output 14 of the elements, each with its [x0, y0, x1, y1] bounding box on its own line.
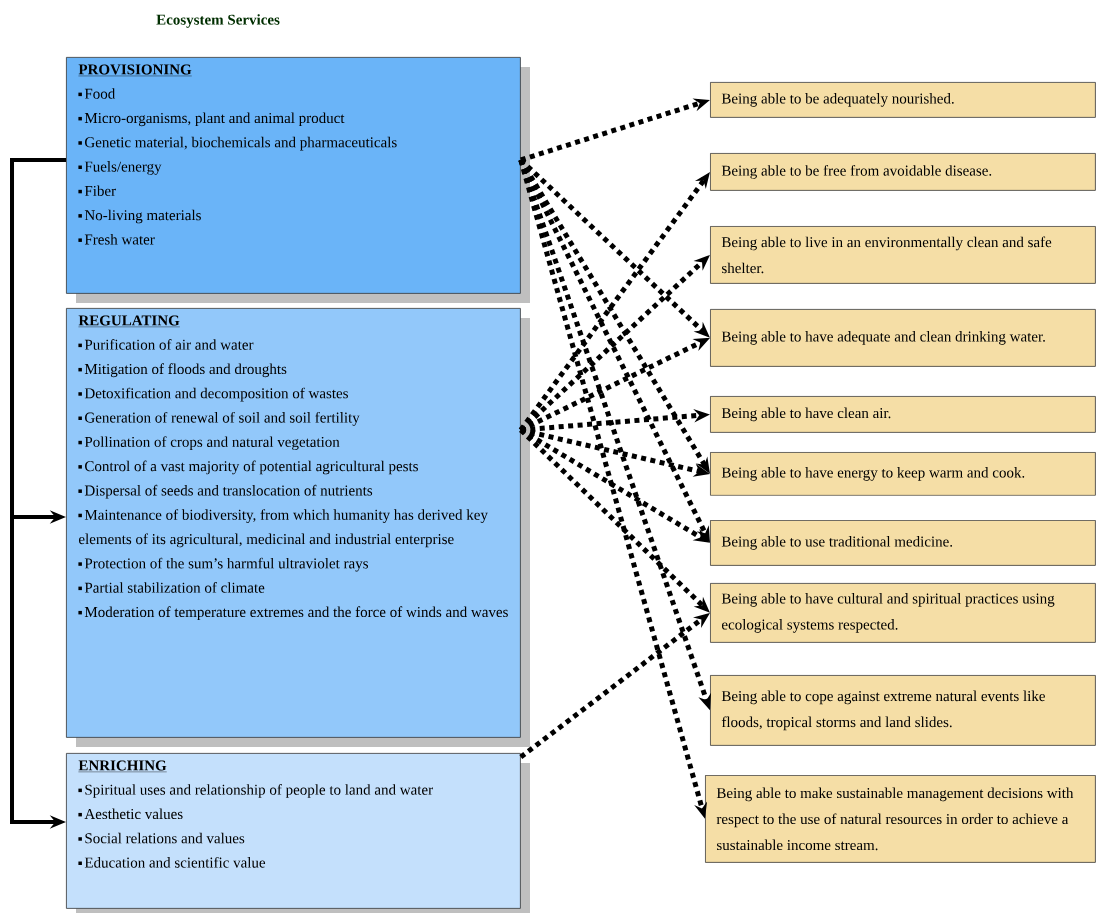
outcome-box: Being able to use traditional medicine.: [710, 520, 1096, 566]
outcome-box: Being able to make sustainable management decisions with respect to the use of natural resources in order to achieve a sustainable income stream.: [705, 775, 1096, 863]
title: Ecosystem Services: [156, 14, 280, 28]
outcome-box: Being able to be adequately nourished.: [710, 82, 1096, 118]
outcome-box: Being able to live in an environmentally clean and safe shelter.: [710, 226, 1096, 284]
category-box: REGULATING Purification of air and water Mitigation of floods and droughts Detoxification and decomposition of wastes Generation of renewal of soil and soil fertility Pollination of crops and natural vegetation Control of a vast majority of potential agricultural pests Dispersal of seeds and translocation of nutrients Maintenance of biodiversity, from which humanity has derived key elements of its agricultural, medicinal and industrial enterprise Protection of the sum’s harmful ultraviolet rays Partial stabilization of climate Moderation of temperature extremes and the force of winds and waves: [66, 308, 521, 738]
outcome-box: Being able to have adequate and clean drinking water.: [710, 309, 1096, 367]
outcome-box: Being able to have clean air.: [710, 396, 1096, 433]
category-box: ENRICHING Spiritual uses and relationship of people to land and water Aesthetic values Social relations and values Education and scientific value: [66, 753, 521, 909]
outcome-box: Being able to be free from avoidable disease.: [710, 153, 1096, 191]
outcome-box: Being able to have energy to keep warm and cook.: [710, 452, 1096, 496]
outcome-box: Being able to cope against extreme natural events like floods, tropical storms and land slides.: [710, 675, 1096, 746]
outcome-box: Being able to have cultural and spiritual practices using ecological systems respected.: [710, 583, 1096, 643]
category-box: PROVISIONING Food Micro-organisms, plant and animal product Genetic material, biochemicals and pharmaceuticals Fuels/energy Fiber No-living materials Fresh water: [66, 57, 521, 294]
